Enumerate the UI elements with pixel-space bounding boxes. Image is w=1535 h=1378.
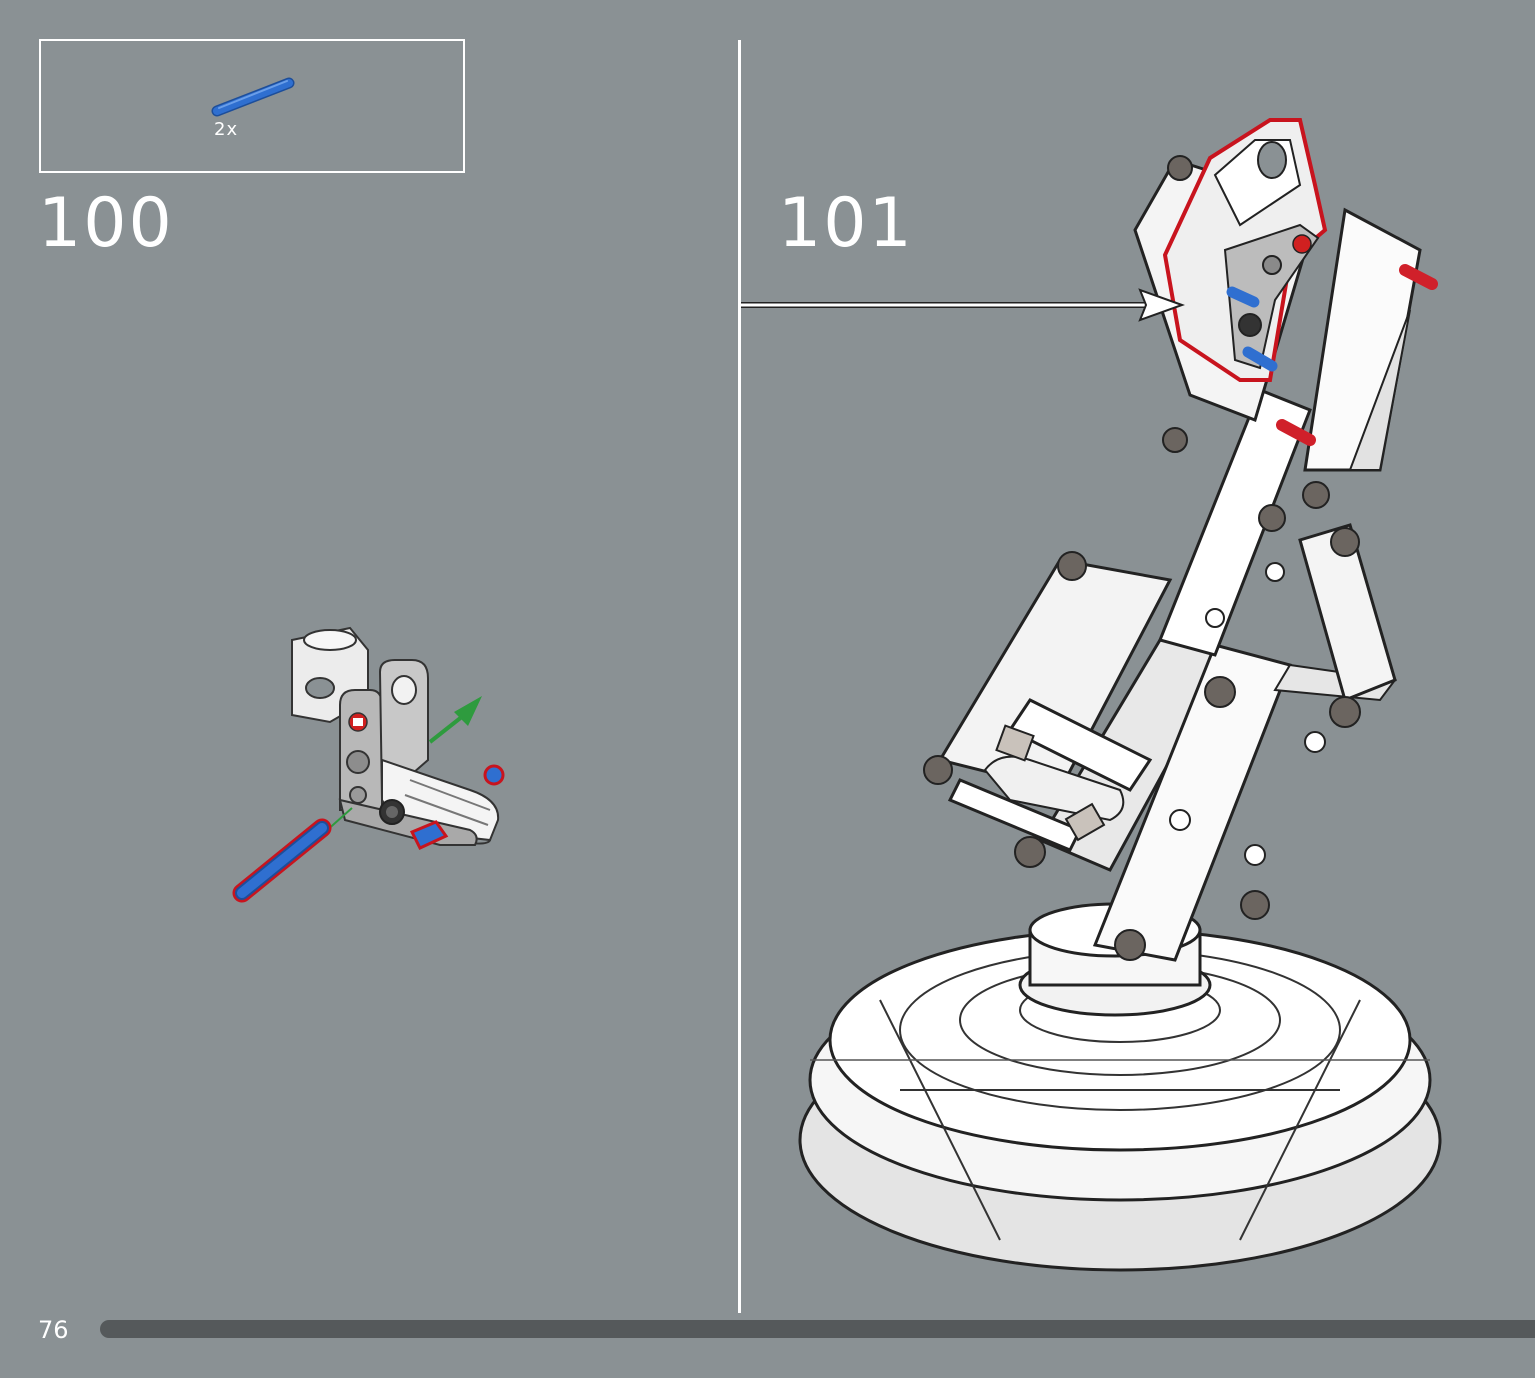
red-axle-middle bbox=[1276, 419, 1316, 446]
blue-axle-long bbox=[232, 818, 332, 903]
direction-arrow-upper bbox=[428, 710, 470, 744]
step-divider bbox=[738, 40, 741, 1313]
round-base bbox=[798, 1008, 1442, 1272]
callout-arrow-head bbox=[1138, 288, 1185, 322]
blue-axle-part-icon bbox=[211, 77, 295, 117]
white-beam bbox=[381, 758, 500, 842]
grey-l-beam bbox=[339, 689, 383, 811]
highlighted-new-parts bbox=[1162, 118, 1328, 382]
step-number-100: 100 bbox=[38, 184, 174, 263]
page-number: 76 bbox=[38, 1316, 69, 1344]
step-number-101: 101 bbox=[778, 184, 914, 263]
parts-callout: 2x bbox=[39, 39, 465, 173]
upper-arm bbox=[1303, 207, 1422, 472]
page-progress-bar bbox=[100, 1320, 1535, 1338]
red-axle-upper bbox=[1399, 264, 1438, 290]
main-beam bbox=[1092, 643, 1293, 962]
white-connector bbox=[291, 626, 369, 724]
parts-quantity: 2x bbox=[214, 119, 239, 140]
lower-arm-frame bbox=[937, 558, 1173, 792]
